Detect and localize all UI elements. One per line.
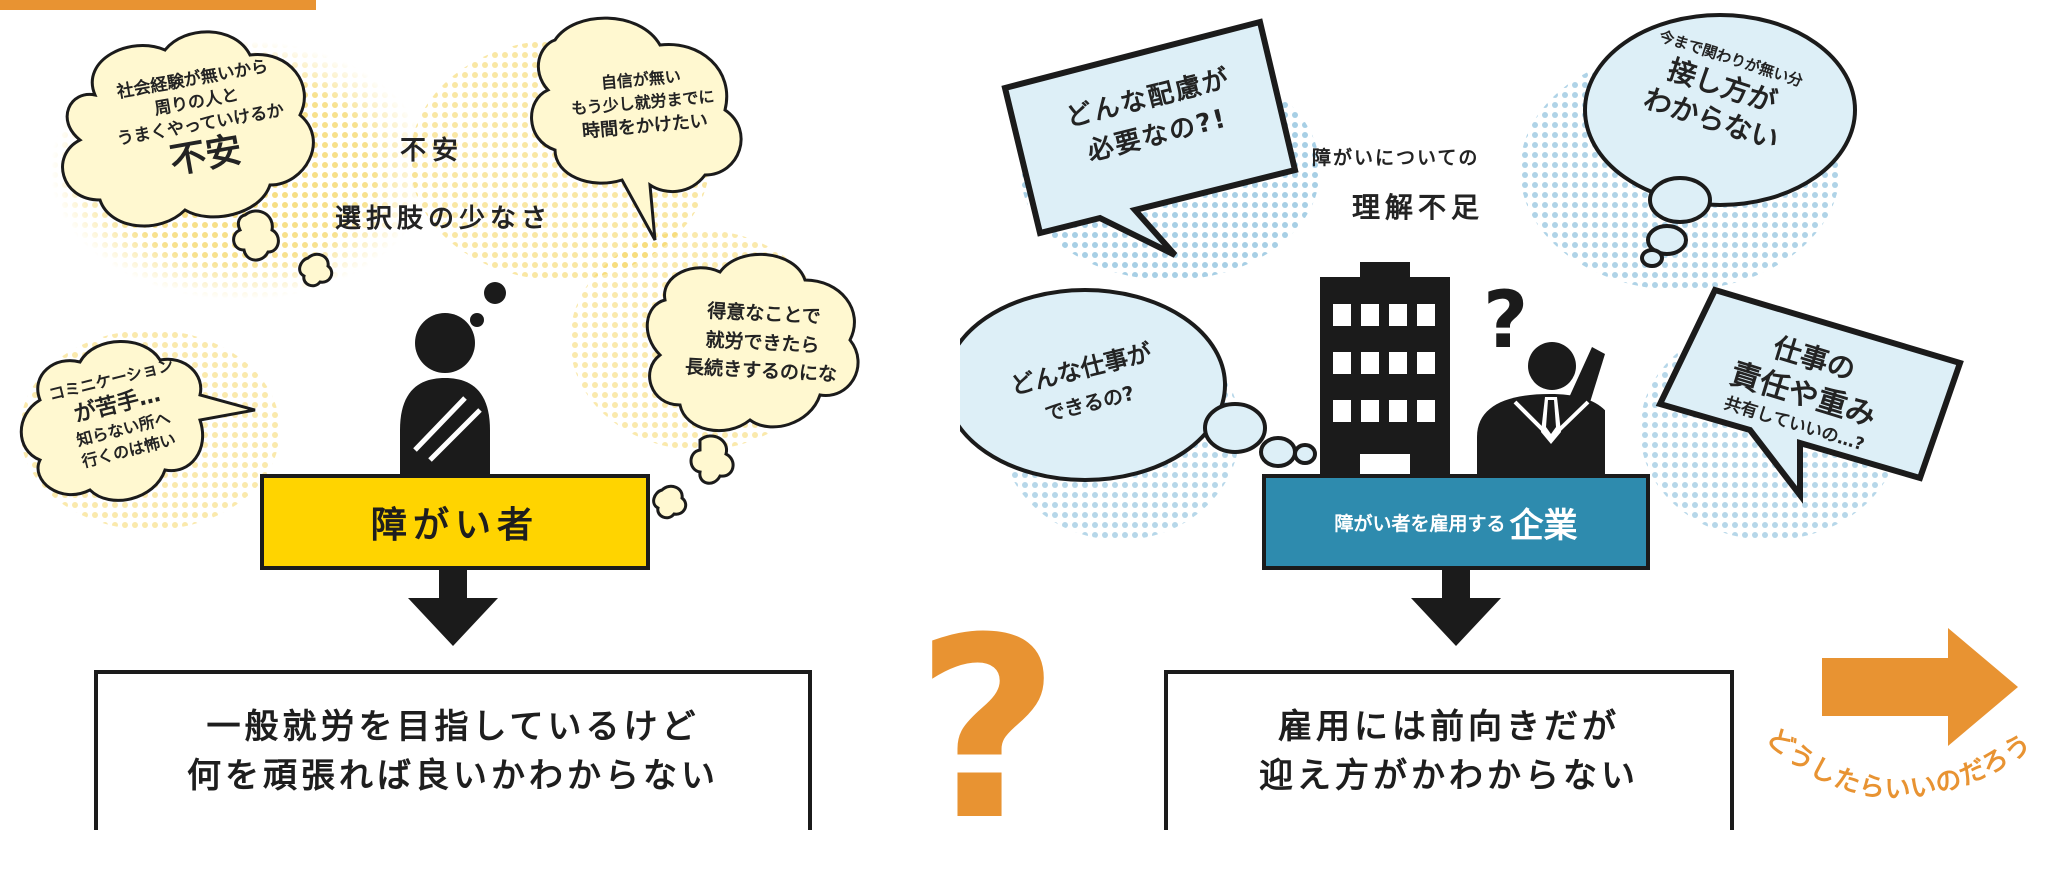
thought-tail-r2b	[1259, 436, 1297, 468]
thought-tail-r2	[1203, 402, 1267, 454]
question-mark-icon: ?	[915, 584, 1061, 875]
thought-4-text: 得意なことで 就労できたら 長続きするのにな	[684, 300, 838, 386]
svg-text:?: ?	[1483, 276, 1528, 366]
down-arrow-icon	[1411, 570, 1501, 646]
right-bubbles	[960, 13, 1964, 504]
center-understanding-small: 障がいについての	[1312, 147, 1480, 169]
thought-bubble-2	[530, 16, 743, 241]
thinking-person-icon	[400, 282, 506, 480]
down-arrow-icon	[408, 570, 498, 646]
thought-bubble-r1	[1583, 13, 1857, 207]
thought-bubble-4	[645, 252, 860, 433]
thought-tail-r2c	[1293, 443, 1317, 465]
left-bubbles	[19, 16, 860, 520]
thought-bubble-r2	[960, 288, 1227, 482]
building-icon	[1320, 262, 1450, 477]
center-word-anxiety: 不安	[400, 136, 465, 166]
thought-tail-1b	[298, 252, 334, 288]
thought-tail-r1b	[1646, 224, 1688, 256]
label-employer-company: 障がい者を雇用する 企業	[1262, 474, 1650, 570]
speech-box-1	[1001, 18, 1299, 258]
header-tab	[0, 0, 316, 10]
thought-tail-4b	[652, 484, 688, 520]
center-understanding-big: 理解不足	[1352, 191, 1485, 224]
thought-2-text: 自信が無い もう少し就労までに 時間をかけたい	[570, 66, 716, 143]
footer-caption: どうしたらいいのだろう	[1760, 723, 2037, 805]
confused-businessman-icon: ?	[1477, 276, 1605, 477]
result-box-left: 一般就労を目指しているけど 何を頑張れば良いかわからない	[94, 670, 812, 830]
speech-box-2	[1655, 286, 1964, 504]
thought-bubble-1	[61, 30, 315, 228]
right-arrow-icon	[1822, 628, 2018, 746]
diagram-stage: 社会経験が無いから 周りの人と うまくやっていけるか 不安 自信が無い もう少し…	[0, 0, 2037, 855]
thought-bubble-3	[19, 340, 256, 502]
center-word-few-options: 選択肢の少なさ	[335, 204, 553, 234]
label-disabled-person: 障がい者	[260, 474, 650, 570]
result-box-right: 雇用には前向きだが 迎え方がかわからない	[1164, 670, 1734, 830]
company-illustration: ?	[1320, 262, 1605, 477]
thought-tail-1	[232, 209, 280, 262]
thought-tail-r1	[1648, 176, 1712, 224]
thought-tail-4	[689, 434, 735, 485]
thought-tail-r1c	[1640, 248, 1664, 268]
svg-text:どうしたらいいのだろう: どうしたらいいのだろう	[1760, 723, 2037, 805]
